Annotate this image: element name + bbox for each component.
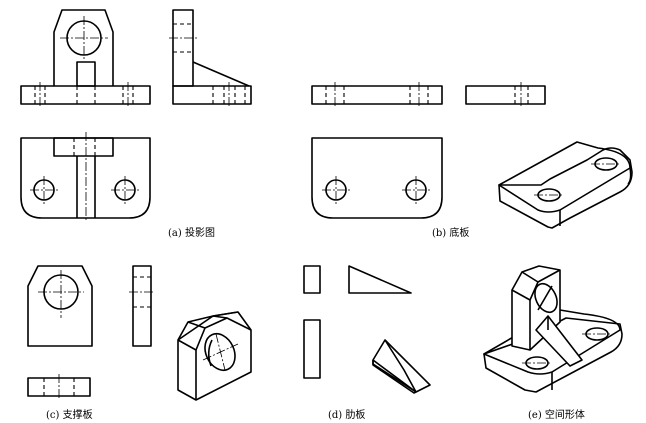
- side-view: [169, 9, 252, 108]
- caption-e: (e) 空间形体: [528, 408, 585, 421]
- panel-b-base-plate: (b) 底板: [311, 82, 633, 239]
- front-view: [20, 9, 151, 108]
- panel-d-rib-plate: (d) 肋板: [303, 265, 431, 421]
- caption-d: (d) 肋板: [328, 408, 365, 421]
- caption-a: (a) 投影图: [168, 226, 215, 239]
- caption-c: (c) 支撑板: [46, 408, 93, 421]
- support-plate-isometric: [177, 311, 252, 401]
- panel-c-support-plate: (c) 支撑板: [27, 265, 252, 421]
- caption-b: (b) 底板: [432, 226, 469, 239]
- rib-isometric: [372, 339, 431, 394]
- top-view: [20, 132, 151, 222]
- base-plate-isometric: [498, 141, 633, 229]
- panel-a-projection: (a) 投影图: [20, 9, 252, 239]
- panel-e-spatial-solid: (e) 空间形体: [483, 265, 623, 421]
